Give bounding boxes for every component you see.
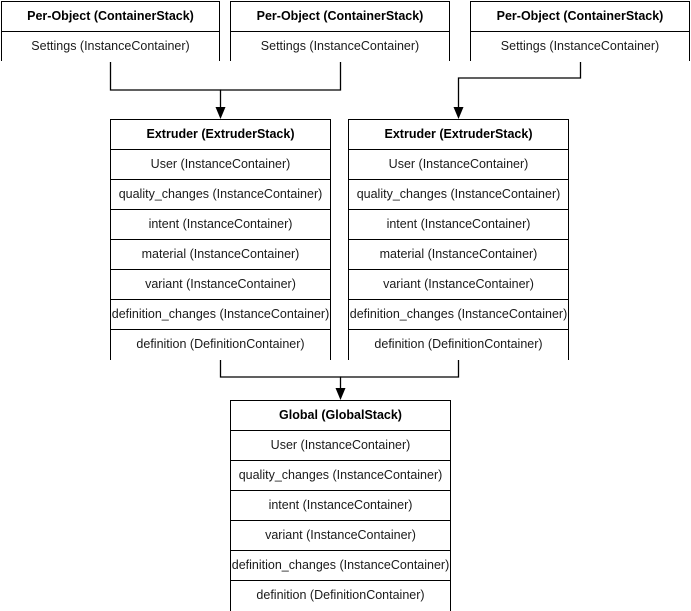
extruder-stack-1-header: Extruder (ExtruderStack)	[111, 120, 330, 150]
edge-per-object-1-to-extruder-1	[109, 61, 222, 112]
edge-per-object-3-to-extruder-2-arrowhead	[453, 107, 464, 119]
per-object-container-stack-1-header: Per-Object (ContainerStack)	[2, 2, 219, 32]
per-object-container-stack-2-row: Settings (InstanceContainer)	[231, 32, 449, 62]
edge-per-object-2-to-extruder-1	[220, 61, 342, 91]
extruder-stack-2-row: definition (DefinitionContainer)	[349, 330, 568, 360]
extruder-stack-2-row: material (InstanceContainer)	[349, 240, 568, 270]
extruder-stack-2-header: Extruder (ExtruderStack)	[349, 120, 568, 150]
edge-per-object-3-to-extruder-2	[457, 61, 582, 112]
global-stack-row: definition (DefinitionContainer)	[231, 581, 450, 611]
per-object-container-stack-1-row: Settings (InstanceContainer)	[2, 32, 219, 62]
extruder-stack-1-row: variant (InstanceContainer)	[111, 270, 330, 300]
per-object-container-stack-3: Per-Object (ContainerStack)Settings (Ins…	[470, 1, 690, 62]
extruder-stack-1-row: quality_changes (InstanceContainer)	[111, 180, 330, 210]
global-stack-row: quality_changes (InstanceContainer)	[231, 461, 450, 491]
global-stack-header: Global (GlobalStack)	[231, 401, 450, 431]
per-object-container-stack-3-row: Settings (InstanceContainer)	[471, 32, 689, 62]
extruder-stack-2-row: definition_changes (InstanceContainer)	[349, 300, 568, 330]
global-stack-row: definition_changes (InstanceContainer)	[231, 551, 450, 581]
global-stack-row: User (InstanceContainer)	[231, 431, 450, 461]
extruder-stack-2-row: User (InstanceContainer)	[349, 150, 568, 180]
per-object-container-stack-2: Per-Object (ContainerStack)Settings (Ins…	[230, 1, 450, 62]
edge-extruder-2-to-global	[340, 360, 460, 378]
global-stack: Global (GlobalStack)User (InstanceContai…	[230, 400, 451, 611]
edge-extruder-1-to-global	[219, 360, 342, 393]
extruder-stack-2-row: intent (InstanceContainer)	[349, 210, 568, 240]
extruder-stack-1-row: material (InstanceContainer)	[111, 240, 330, 270]
extruder-stack-1-row: intent (InstanceContainer)	[111, 210, 330, 240]
extruder-stack-2: Extruder (ExtruderStack)User (InstanceCo…	[348, 119, 569, 360]
global-stack-row: intent (InstanceContainer)	[231, 491, 450, 521]
extruder-stack-1-row: definition_changes (InstanceContainer)	[111, 300, 330, 330]
extruder-stack-1: Extruder (ExtruderStack)User (InstanceCo…	[110, 119, 331, 360]
edge-per-object-1-to-extruder-1-arrowhead	[215, 107, 226, 119]
extruder-stack-1-row: definition (DefinitionContainer)	[111, 330, 330, 360]
global-stack-row: variant (InstanceContainer)	[231, 521, 450, 551]
edge-extruder-1-to-global-arrowhead	[335, 388, 346, 400]
per-object-container-stack-3-header: Per-Object (ContainerStack)	[471, 2, 689, 32]
extruder-stack-1-row: User (InstanceContainer)	[111, 150, 330, 180]
per-object-container-stack-2-header: Per-Object (ContainerStack)	[231, 2, 449, 32]
extruder-stack-2-row: variant (InstanceContainer)	[349, 270, 568, 300]
extruder-stack-2-row: quality_changes (InstanceContainer)	[349, 180, 568, 210]
per-object-container-stack-1: Per-Object (ContainerStack)Settings (Ins…	[1, 1, 220, 62]
